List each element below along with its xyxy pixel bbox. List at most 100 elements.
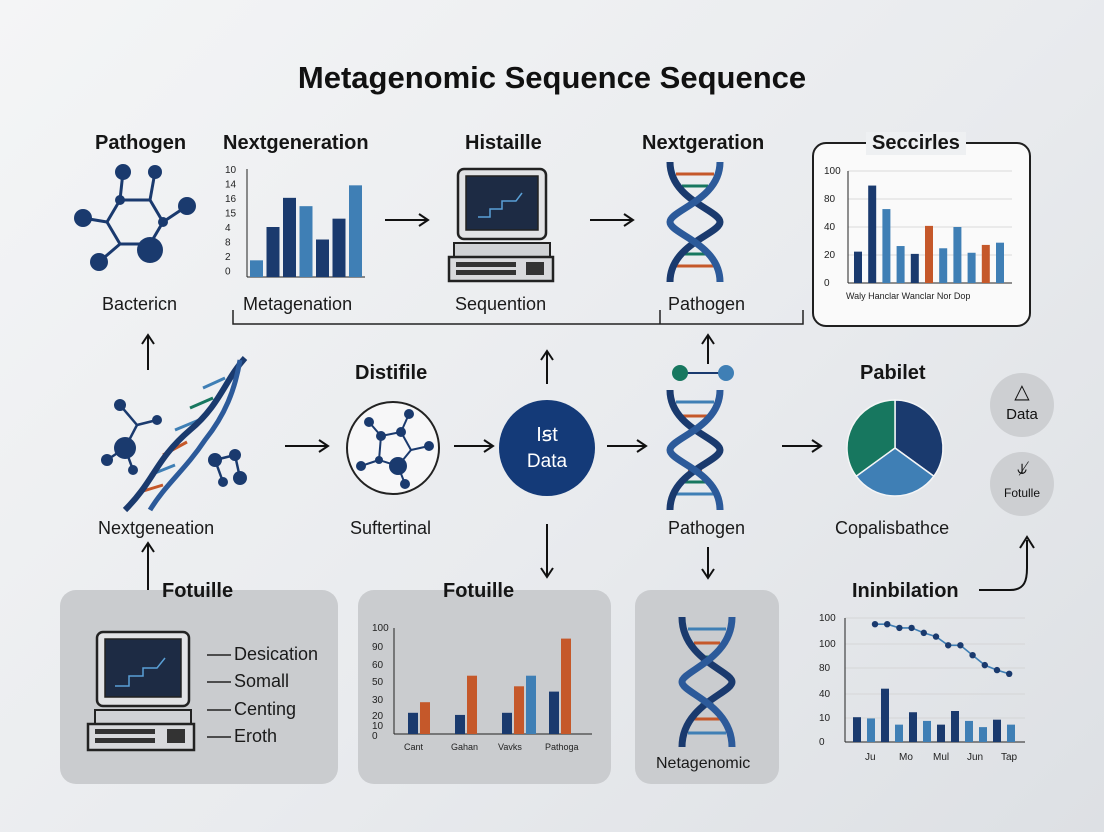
pie-slice: [846, 399, 896, 478]
line-point: [884, 621, 891, 628]
data-badge[interactable]: △ Data: [990, 373, 1054, 437]
x-tick-label: Mul: [933, 752, 949, 763]
fotulle-badge[interactable]: ⫝̸ Fotulle: [990, 452, 1054, 516]
arrow-right-icon: [454, 439, 495, 453]
ininbilation-header: Ininbilation: [852, 580, 959, 602]
bar: [993, 719, 1001, 742]
distifile-header: Distifile: [355, 362, 428, 384]
arrow-up-icon: [701, 333, 715, 364]
list-item: Somall: [234, 671, 290, 691]
y-tick-label: 40: [824, 222, 836, 233]
netagenomic-panel: [635, 590, 779, 784]
pathogen-label-middle: Pathogen: [668, 518, 746, 538]
line-point: [908, 624, 915, 632]
dna-helix-icon: [666, 161, 724, 283]
nextgeneration-header: Nextgeneration: [223, 132, 369, 154]
y-tick-label: 10: [372, 721, 384, 732]
arrow-down-icon: [701, 547, 715, 580]
bar: [953, 227, 962, 283]
arrow-down-icon: [540, 524, 554, 579]
bar: [925, 225, 933, 283]
bar: [854, 251, 862, 283]
central-data-node[interactable]: Iꞩt Data: [499, 400, 595, 496]
bar: [867, 718, 875, 742]
dna-helix-icon: [666, 389, 724, 511]
line-point: [932, 633, 940, 640]
bar: [853, 717, 861, 742]
bar: [467, 675, 477, 734]
bar: [923, 720, 931, 742]
arrow-right-icon: [285, 439, 330, 453]
dna-helix-icon: [678, 616, 736, 748]
network-circle-icon: [346, 401, 440, 495]
waveform-icon: ⫝̸: [1016, 459, 1028, 478]
arrow-right-icon: [385, 213, 430, 227]
histaille-header: Histaille: [465, 132, 542, 154]
sequention-label: Sequention: [455, 294, 547, 314]
curved-arrow-icon: [979, 535, 1035, 591]
bar: [420, 702, 430, 734]
arrow-right-icon: [590, 213, 635, 227]
nextgeration-header: Nextgeration: [642, 132, 765, 154]
computer-icon: [86, 630, 196, 752]
central-node-line1: Iꞩt: [536, 424, 558, 446]
arrow-up-icon: [141, 333, 155, 370]
bar: [996, 242, 1004, 283]
page-title: Metagenomic Sequence Sequence: [297, 60, 807, 95]
bar: [882, 209, 891, 283]
bar: [408, 712, 418, 734]
y-tick-label: 90: [372, 642, 384, 653]
y-tick-label: 0: [372, 731, 378, 742]
line-point: [993, 666, 1001, 674]
y-tick-label: 80: [819, 663, 831, 674]
y-tick-label: 100: [819, 613, 836, 624]
line-point: [1006, 670, 1013, 677]
y-tick-label: 100: [824, 166, 841, 177]
bar: [981, 244, 990, 283]
y-tick-label: 16: [225, 194, 237, 205]
line-point: [957, 642, 964, 649]
y-tick-label: 10: [819, 713, 831, 724]
bar: [937, 724, 945, 742]
bar: [514, 686, 524, 734]
pie-slice: [855, 447, 935, 497]
x-tick-label: Tap: [1001, 752, 1018, 763]
y-tick-label: 2: [225, 252, 231, 263]
triangle-icon: △: [1014, 381, 1030, 403]
arrow-up-icon: [540, 349, 554, 384]
y-tick-label: 30: [372, 695, 384, 706]
x-tick-label: Gahan: [451, 742, 478, 752]
bar: [561, 638, 571, 734]
y-tick-label: 50: [372, 677, 384, 688]
arrow-right-icon: [782, 439, 823, 453]
molecule-icon: [74, 164, 196, 271]
x-tick-label: Pathoga: [545, 742, 579, 752]
bar: [349, 185, 362, 277]
x-category-labels: Waly Hanclar Wanclar Nor Dop: [846, 291, 970, 301]
y-tick-label: 40: [819, 689, 831, 700]
fotuille-header-left: Fotuille: [162, 580, 234, 602]
y-tick-label: 10: [225, 165, 237, 176]
bar: [979, 727, 987, 742]
bar: [266, 227, 280, 277]
list-item: Desication: [234, 644, 319, 664]
bar: [502, 712, 512, 734]
list-item: Centing: [234, 699, 297, 719]
bar: [910, 253, 919, 283]
bar: [868, 185, 877, 283]
y-tick-label: 4: [225, 223, 231, 234]
bar: [1007, 724, 1015, 742]
series-line: [875, 623, 1010, 675]
data-badge-label: Data: [1006, 406, 1038, 423]
line-point: [920, 629, 927, 637]
bar: [316, 239, 329, 277]
bar: [965, 720, 973, 742]
pabilet-header: Pabilet: [860, 362, 926, 384]
bar: [283, 197, 296, 277]
bar: [455, 714, 465, 734]
fotulle-badge-label: Fotulle: [1003, 486, 1041, 500]
y-tick-label: 20: [824, 250, 836, 261]
y-tick-label: 14: [225, 180, 237, 191]
